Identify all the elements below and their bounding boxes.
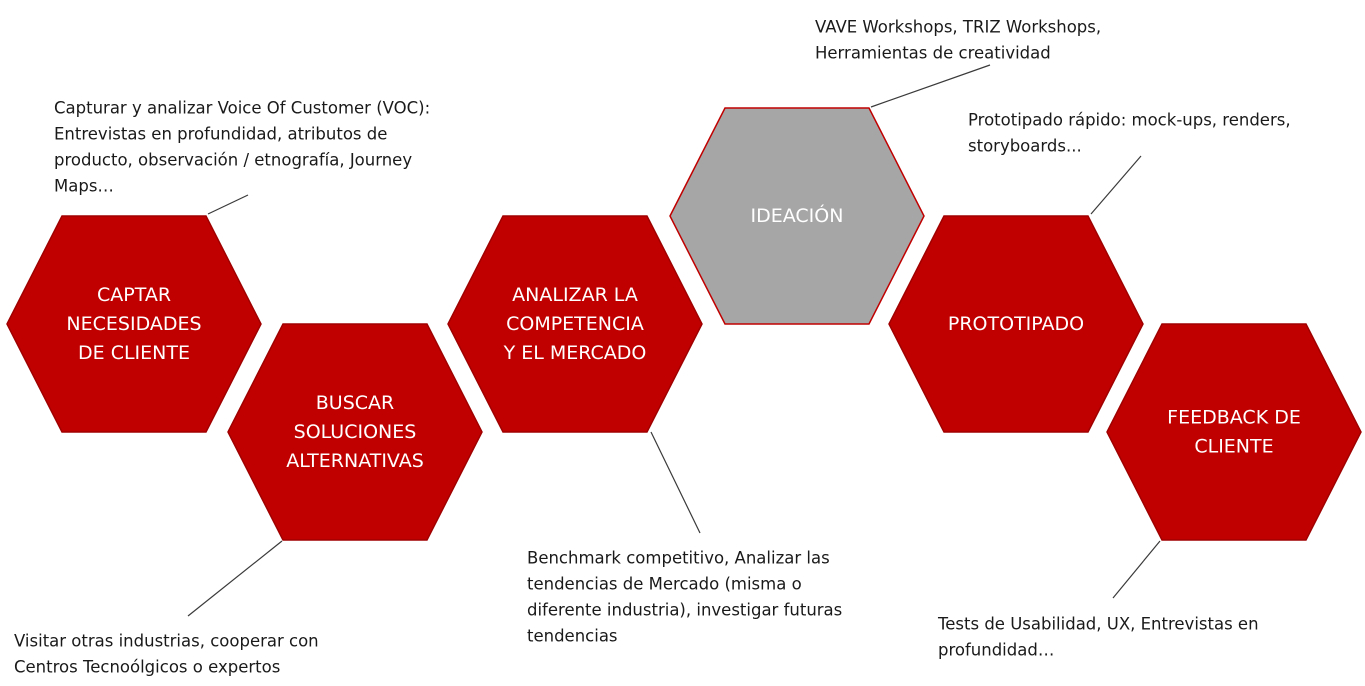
step-annotations: Capturar y analizar Voice Of Customer (V… xyxy=(14,18,1291,677)
note-line: Entrevistas en profundidad, atributos de xyxy=(54,125,387,144)
hexagon-buscar xyxy=(227,323,483,541)
step-label-line: PROTOTIPADO xyxy=(948,313,1084,335)
step-label-line: NECESIDADES xyxy=(66,313,201,335)
connector-feedback xyxy=(1112,540,1161,599)
note-line: VAVE Workshops, TRIZ Workshops, xyxy=(815,18,1101,37)
note-line: Benchmark competitivo, Analizar las xyxy=(527,549,830,568)
step-label-line: BUSCAR xyxy=(316,392,394,414)
note-line: producto, observación / etnografía, Jour… xyxy=(54,151,412,170)
step-label-line: CLIENTE xyxy=(1194,436,1273,458)
note-line: Herramientas de creatividad xyxy=(815,44,1051,63)
connector-prototipado xyxy=(1090,155,1142,215)
note-line: Tests de Usabilidad, UX, Entrevistas en xyxy=(937,615,1259,634)
note-ideacion: VAVE Workshops, TRIZ Workshops, Herramien… xyxy=(815,18,1101,63)
note-line: Centros Tecnoólgicos o expertos xyxy=(14,658,280,677)
step-label-line: COMPETENCIA xyxy=(506,313,644,335)
step-analizar: ANALIZAR LA COMPETENCIA Y EL MERCADO xyxy=(447,215,703,433)
connector-lines xyxy=(187,64,1161,617)
connector-ideacion xyxy=(870,64,991,108)
note-line: Capturar y analizar Voice Of Customer (V… xyxy=(54,99,430,118)
note-line: tendencias xyxy=(527,627,618,646)
step-label-line: Y EL MERCADO xyxy=(503,342,647,364)
hexagon-captar xyxy=(6,215,262,433)
step-prototipado: PROTOTIPADO xyxy=(888,215,1144,433)
hexagon-analizar xyxy=(447,215,703,433)
note-feedback: Tests de Usabilidad, UX, Entrevistas en p… xyxy=(937,615,1259,660)
note-line: storyboards... xyxy=(968,137,1082,156)
step-label-line: SOLUCIONES xyxy=(294,421,417,443)
note-line: Visitar otras industrias, cooperar con xyxy=(14,632,319,651)
step-label-line: ALTERNATIVAS xyxy=(286,450,424,472)
step-label-line: CAPTAR xyxy=(97,284,171,306)
step-label-line: ANALIZAR LA xyxy=(512,284,638,306)
note-prototipado: Prototipado rápido: mock-ups, renders, st… xyxy=(968,111,1291,156)
note-captar: Capturar y analizar Voice Of Customer (V… xyxy=(54,99,430,196)
connector-captar xyxy=(207,194,249,215)
note-line: diferente industria), investigar futuras xyxy=(527,601,842,620)
step-label-line: DE CLIENTE xyxy=(78,342,190,364)
hexagon-prototipado xyxy=(888,215,1144,433)
note-line: Maps… xyxy=(54,177,114,196)
step-ideacion: IDEACIÓN xyxy=(669,107,925,325)
step-feedback: FEEDBACK DE CLIENTE xyxy=(1106,323,1362,541)
step-captar: CAPTAR NECESIDADES DE CLIENTE xyxy=(6,215,262,433)
note-buscar: Visitar otras industrias, cooperar conCe… xyxy=(14,632,319,677)
note-analizar: Benchmark competitivo, Analizar las tende… xyxy=(527,549,842,646)
hexagon-feedback xyxy=(1106,323,1362,541)
note-line: profundidad… xyxy=(938,641,1054,660)
process-steps: CAPTAR NECESIDADES DE CLIENTE BUSCAR SOLUCIO… xyxy=(6,107,1362,541)
step-label-line: IDEACIÓN xyxy=(751,203,844,227)
note-line: Prototipado rápido: mock-ups, renders, xyxy=(968,111,1291,130)
connector-buscar xyxy=(187,540,283,617)
note-line: tendencias de Mercado (misma o xyxy=(527,575,802,594)
step-buscar: BUSCAR SOLUCIONES ALTERNATIVAS xyxy=(227,323,483,541)
hexagon-ideacion xyxy=(669,107,925,325)
step-label-line: FEEDBACK DE xyxy=(1167,407,1301,429)
connector-analizar xyxy=(650,431,701,534)
